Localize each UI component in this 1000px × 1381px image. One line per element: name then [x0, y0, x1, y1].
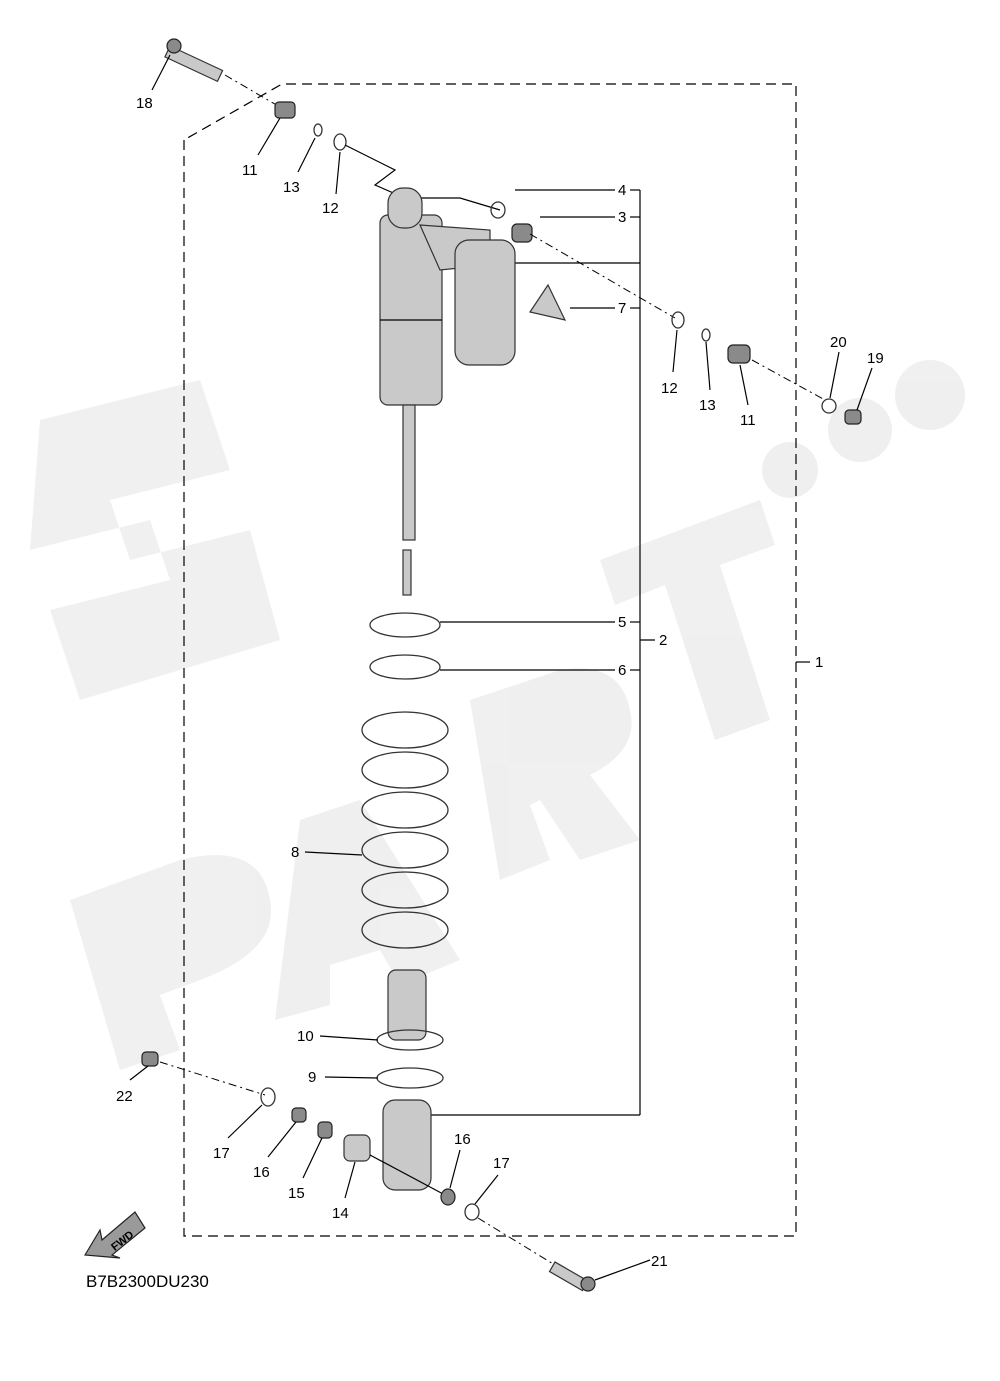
collar-11: [274, 101, 296, 119]
warning-label-7: [529, 283, 567, 321]
callout-4: 4: [618, 182, 626, 199]
assembly-bracket: [639, 190, 655, 1115]
callout-11: 11: [740, 412, 756, 429]
callout-17: 17: [213, 1145, 230, 1162]
callout-22: 22: [116, 1088, 133, 1105]
ring-9: [376, 1067, 444, 1089]
assembly-frame: [183, 83, 797, 1237]
lower-eye: [382, 1099, 432, 1191]
callout-13: 13: [699, 397, 716, 414]
callout-10: 10: [297, 1028, 314, 1045]
callout-14: 14: [332, 1205, 349, 1222]
shock-absorber-body: [379, 187, 516, 596]
callout-5: 5: [618, 614, 626, 631]
callout-8: 8: [291, 844, 299, 861]
callout-16: 16: [454, 1131, 471, 1148]
spring-8: [361, 711, 449, 949]
diagram-code: B7B2300DU230: [86, 1272, 209, 1291]
callout-1: 1: [815, 654, 823, 671]
callout-9: 9: [308, 1069, 316, 1086]
callout-19: 19: [867, 350, 884, 367]
callout-2: 2: [659, 632, 667, 649]
callout-13: 13: [283, 179, 300, 196]
callout-12: 12: [661, 380, 678, 397]
bolt-18: [164, 38, 224, 83]
callout-6: 6: [618, 662, 626, 679]
callout-16: 16: [253, 1164, 270, 1181]
callout-11: 11: [242, 162, 258, 179]
callout-7: 7: [618, 300, 626, 317]
callout-12: 12: [322, 200, 339, 217]
callout-21: 21: [651, 1253, 668, 1270]
nut-6: [369, 654, 441, 680]
callout-20: 20: [830, 334, 847, 351]
callout-3: 3: [618, 209, 626, 226]
bolt-21: [548, 1261, 596, 1292]
bump-stopper: [387, 969, 427, 1041]
nut-5: [369, 612, 441, 638]
fwd-arrow-icon: FWD: [83, 1211, 146, 1259]
callout-18: 18: [136, 95, 153, 112]
callout-17: 17: [493, 1155, 510, 1172]
watermark-logo: [30, 360, 965, 1070]
callout-15: 15: [288, 1185, 305, 1202]
